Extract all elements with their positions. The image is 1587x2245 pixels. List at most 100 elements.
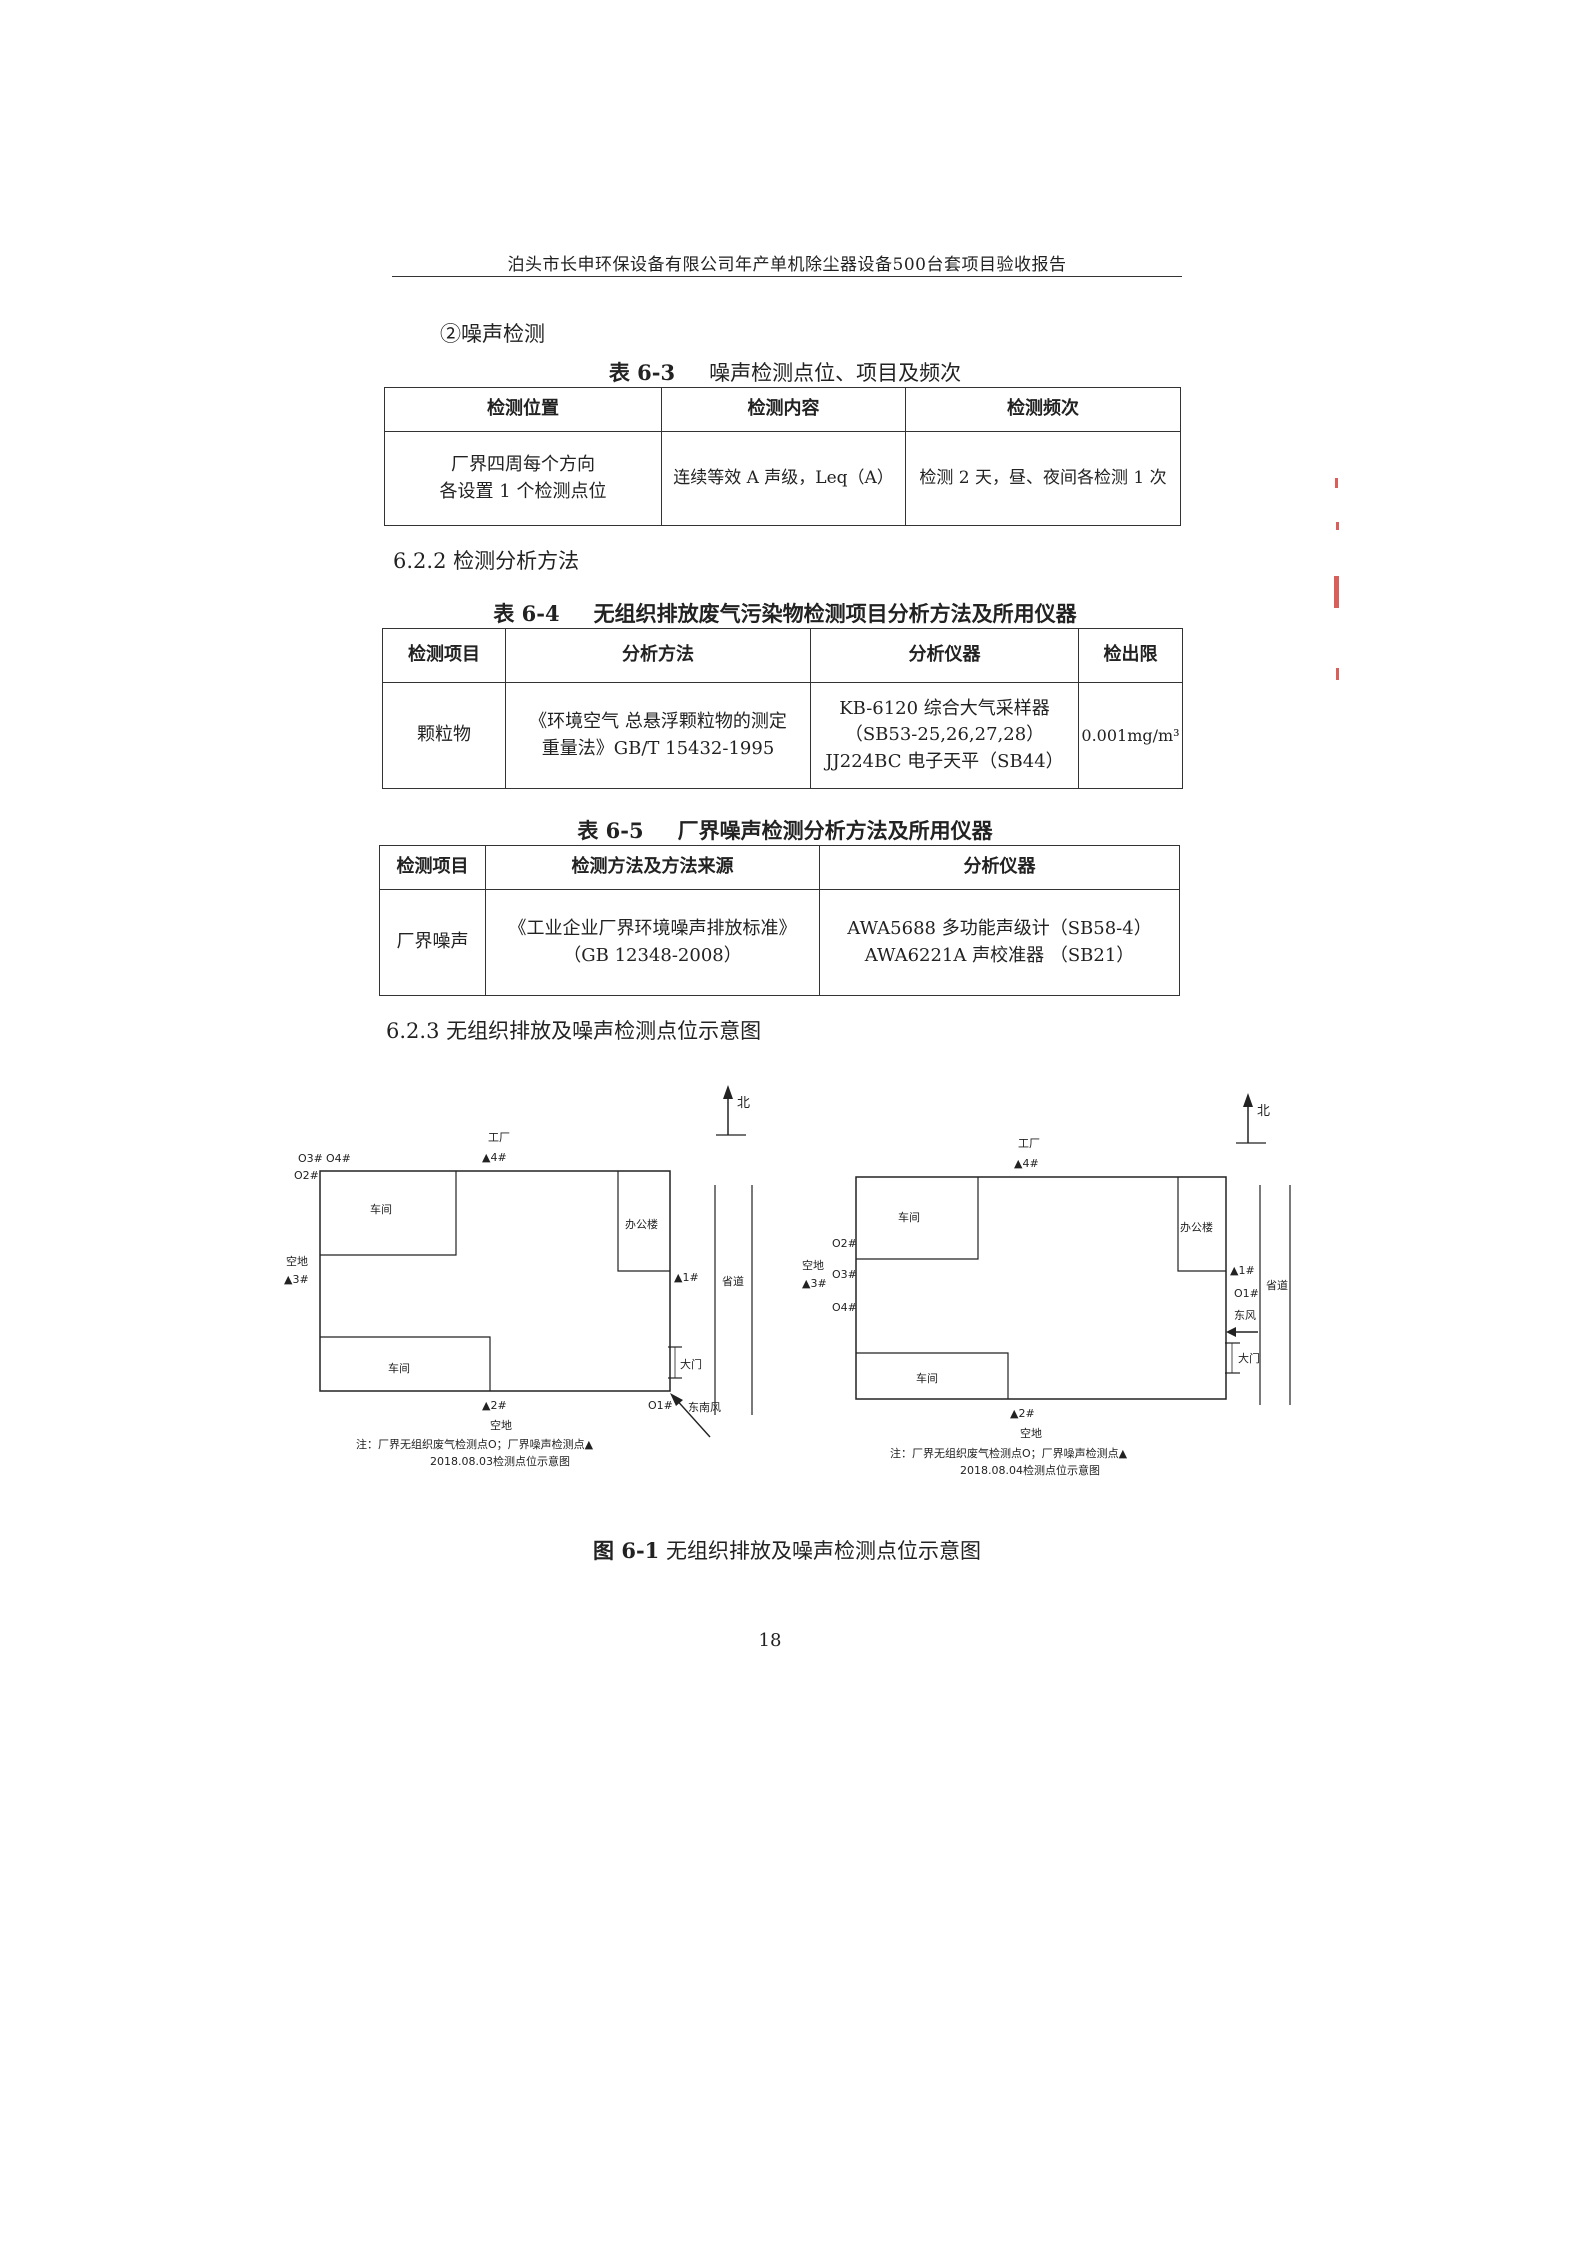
factory-label: 工厂 [488,1131,510,1144]
north-label: 北 [737,1096,750,1111]
table-6-4-caption: 表 6-4 无组织排放废气污染物检测项目分析方法及所用仪器 [385,598,1185,628]
monitoring-points-diagram: 北 工厂 ▲4# O3# O4# O2# 车间 办公楼 车间 空地 ▲3# ▲1… [284,1085,1291,1477]
workshop-top-label: 车间 [898,1210,920,1224]
north-arrow-icon [1236,1093,1266,1144]
noise-point-3: ▲3# [802,1277,827,1290]
stamp-edge-mark [1336,668,1339,680]
table-header-cell: 检测位置 [384,387,662,432]
factory-boundary [855,1176,1227,1400]
gas-point-3: O3# [832,1268,857,1281]
office-label: 办公楼 [625,1217,658,1231]
gas-point-2: O2# [832,1237,857,1250]
workshop-bottom-outline [320,1336,491,1391]
gate-label: 大门 [1238,1351,1260,1365]
gas-point-1: O1# [648,1399,673,1412]
diagram-date-label: 2018.08.03检测点位示意图 [430,1454,570,1468]
gas-point-4: O4# [326,1152,351,1165]
table-header-cell: 分析仪器 [819,845,1180,890]
table-cell-instrument: KB-6120 综合大气采样器 （SB53-25,26,27,28） JJ224… [810,682,1079,789]
workshop-top-outline [320,1171,457,1256]
table-6-4: 检测项目 分析方法 分析仪器 检出限 颗粒物 《环境空气 总悬浮颗粒物的测定 重… [382,628,1183,789]
table-row: 厂界噪声 《工业企业厂界环境噪声排放标准》 （GB 12348-2008） AW… [379,889,1180,996]
table-header-cell: 分析方法 [505,628,811,683]
table-header-cell: 检测项目 [379,845,486,890]
workshop-top-outline [856,1177,979,1260]
table-row: 厂界四周每个方向 各设置 1 个检测点位 连续等效 A 声级，Leq（A） 检测… [384,431,1181,526]
empty-land-bottom-label: 空地 [1020,1426,1042,1440]
table-6-3: 检测位置 检测内容 检测频次 厂界四周每个方向 各设置 1 个检测点位 连续等效… [384,387,1181,526]
diagram-note: 注：厂界无组织废气检测点O；厂界噪声检测点▲ [890,1446,1128,1460]
empty-land-bottom-label: 空地 [490,1418,512,1432]
cell-text-line: （SB53-25,26,27,28） [844,724,1045,746]
table-6-5-caption: 表 6-5 厂界噪声检测分析方法及所用仪器 [385,815,1185,845]
table-row: 颗粒物 《环境空气 总悬浮颗粒物的测定 重量法》GB/T 15432-1995 … [382,682,1183,789]
table-caption-number: 表 6-5 [577,818,644,843]
cell-text-line: JJ224BC 电子天平（SB44） [825,750,1064,772]
cell-text-line: 重量法》GB/T 15432-1995 [541,737,775,759]
cell-text-line: 《环境空气 总悬浮颗粒物的测定 [529,711,787,733]
section-6-2-3-heading: 6.2.3 无组织排放及噪声检测点位示意图 [386,1019,762,1043]
noise-point-4: ▲4# [1014,1157,1039,1170]
table-cell-item: 颗粒物 [382,682,506,789]
office-outline [1177,1177,1226,1272]
diagram-left: 北 工厂 ▲4# O3# O4# O2# 车间 办公楼 车间 空地 ▲3# ▲1… [284,1085,753,1468]
table-cell-frequency: 检测 2 天，昼、夜间各检测 1 次 [905,431,1181,526]
workshop-top-label: 车间 [370,1202,392,1216]
noise-point-3: ▲3# [284,1273,309,1286]
cell-text-line: AWA5688 多功能声级计（SB58-4） [847,918,1152,940]
wind-arrow-icon [1226,1327,1258,1337]
page-header: 泊头市长申环保设备有限公司年产单机除尘器设备500台套项目验收报告 [507,255,1067,275]
table-header-cell: 检测内容 [661,387,906,432]
cell-text-line: （GB 12348-2008） [563,944,742,966]
table-header-cell: 分析仪器 [810,628,1079,683]
table-caption-text: 无组织排放废气污染物检测项目分析方法及所用仪器 [593,601,1077,626]
table-cell-method: 《工业企业厂界环境噪声排放标准》 （GB 12348-2008） [485,889,820,996]
table-caption-number: 表 6-3 [608,360,676,385]
north-arrow-icon [716,1085,746,1136]
table-cell-instrument: AWA5688 多功能声级计（SB58-4） AWA6221A 声校准器 （SB… [819,889,1180,996]
office-outline [617,1171,670,1272]
factory-label: 工厂 [1018,1137,1040,1150]
noise-point-2: ▲2# [482,1399,507,1412]
gas-point-3: O3# [298,1152,323,1165]
table-cell-item: 厂界噪声 [379,889,486,996]
stamp-edge-mark [1334,576,1339,608]
road-label: 省道 [722,1274,744,1288]
table-6-3-caption: 表 6-3 噪声检测点位、项目及频次 [385,357,1185,387]
figure-caption-number: 图 6-1 [593,1538,660,1563]
figure-caption: 图 6-1 无组织排放及噪声检测点位示意图 [392,1535,1182,1565]
cell-text-line: 《工业企业厂界环境噪声排放标准》 [508,918,797,940]
road-label: 省道 [1266,1278,1288,1292]
figure-caption-text: 无组织排放及噪声检测点位示意图 [665,1539,981,1563]
table-caption-text: 噪声检测点位、项目及频次 [709,361,962,385]
header-rule [392,276,1182,277]
gas-point-1: O1# [1234,1287,1259,1300]
workshop-bottom-label: 车间 [916,1371,938,1385]
diagram-note: 注：厂界无组织废气检测点O；厂界噪声检测点▲ [356,1437,594,1451]
table-cell-position: 厂界四周每个方向 各设置 1 个检测点位 [384,431,662,526]
wind-arrow-icon [670,1393,711,1438]
noise-point-2: ▲2# [1010,1407,1035,1420]
gas-point-2: O2# [294,1169,319,1182]
workshop-bottom-label: 车间 [388,1361,410,1375]
empty-land-left-label: 空地 [802,1258,824,1272]
table-header-cell: 检出限 [1078,628,1183,683]
table-caption-number: 表 6-4 [493,601,560,626]
cell-text-line: 各设置 1 个检测点位 [439,480,607,502]
workshop-bottom-outline [856,1352,1009,1399]
cell-text-line: 厂界四周每个方向 [451,454,595,476]
table-caption-text: 厂界噪声检测分析方法及所用仪器 [677,818,993,843]
noise-point-4: ▲4# [482,1151,507,1164]
table-cell-content: 连续等效 A 声级，Leq（A） [661,431,906,526]
factory-boundary [319,1170,671,1392]
cell-text-line: KB-6120 综合大气采样器 [839,698,1050,720]
table-cell-limit: 0.001mg/m³ [1078,682,1183,789]
wind-direction-label: 东南风 [688,1401,721,1414]
table-header-cell: 检测频次 [905,387,1181,432]
page-number: 18 [758,1630,782,1651]
north-label: 北 [1257,1104,1270,1119]
section-noise-heading: ②噪声检测 [440,322,545,346]
gate-label: 大门 [680,1357,702,1371]
stamp-edge-mark [1335,478,1338,488]
